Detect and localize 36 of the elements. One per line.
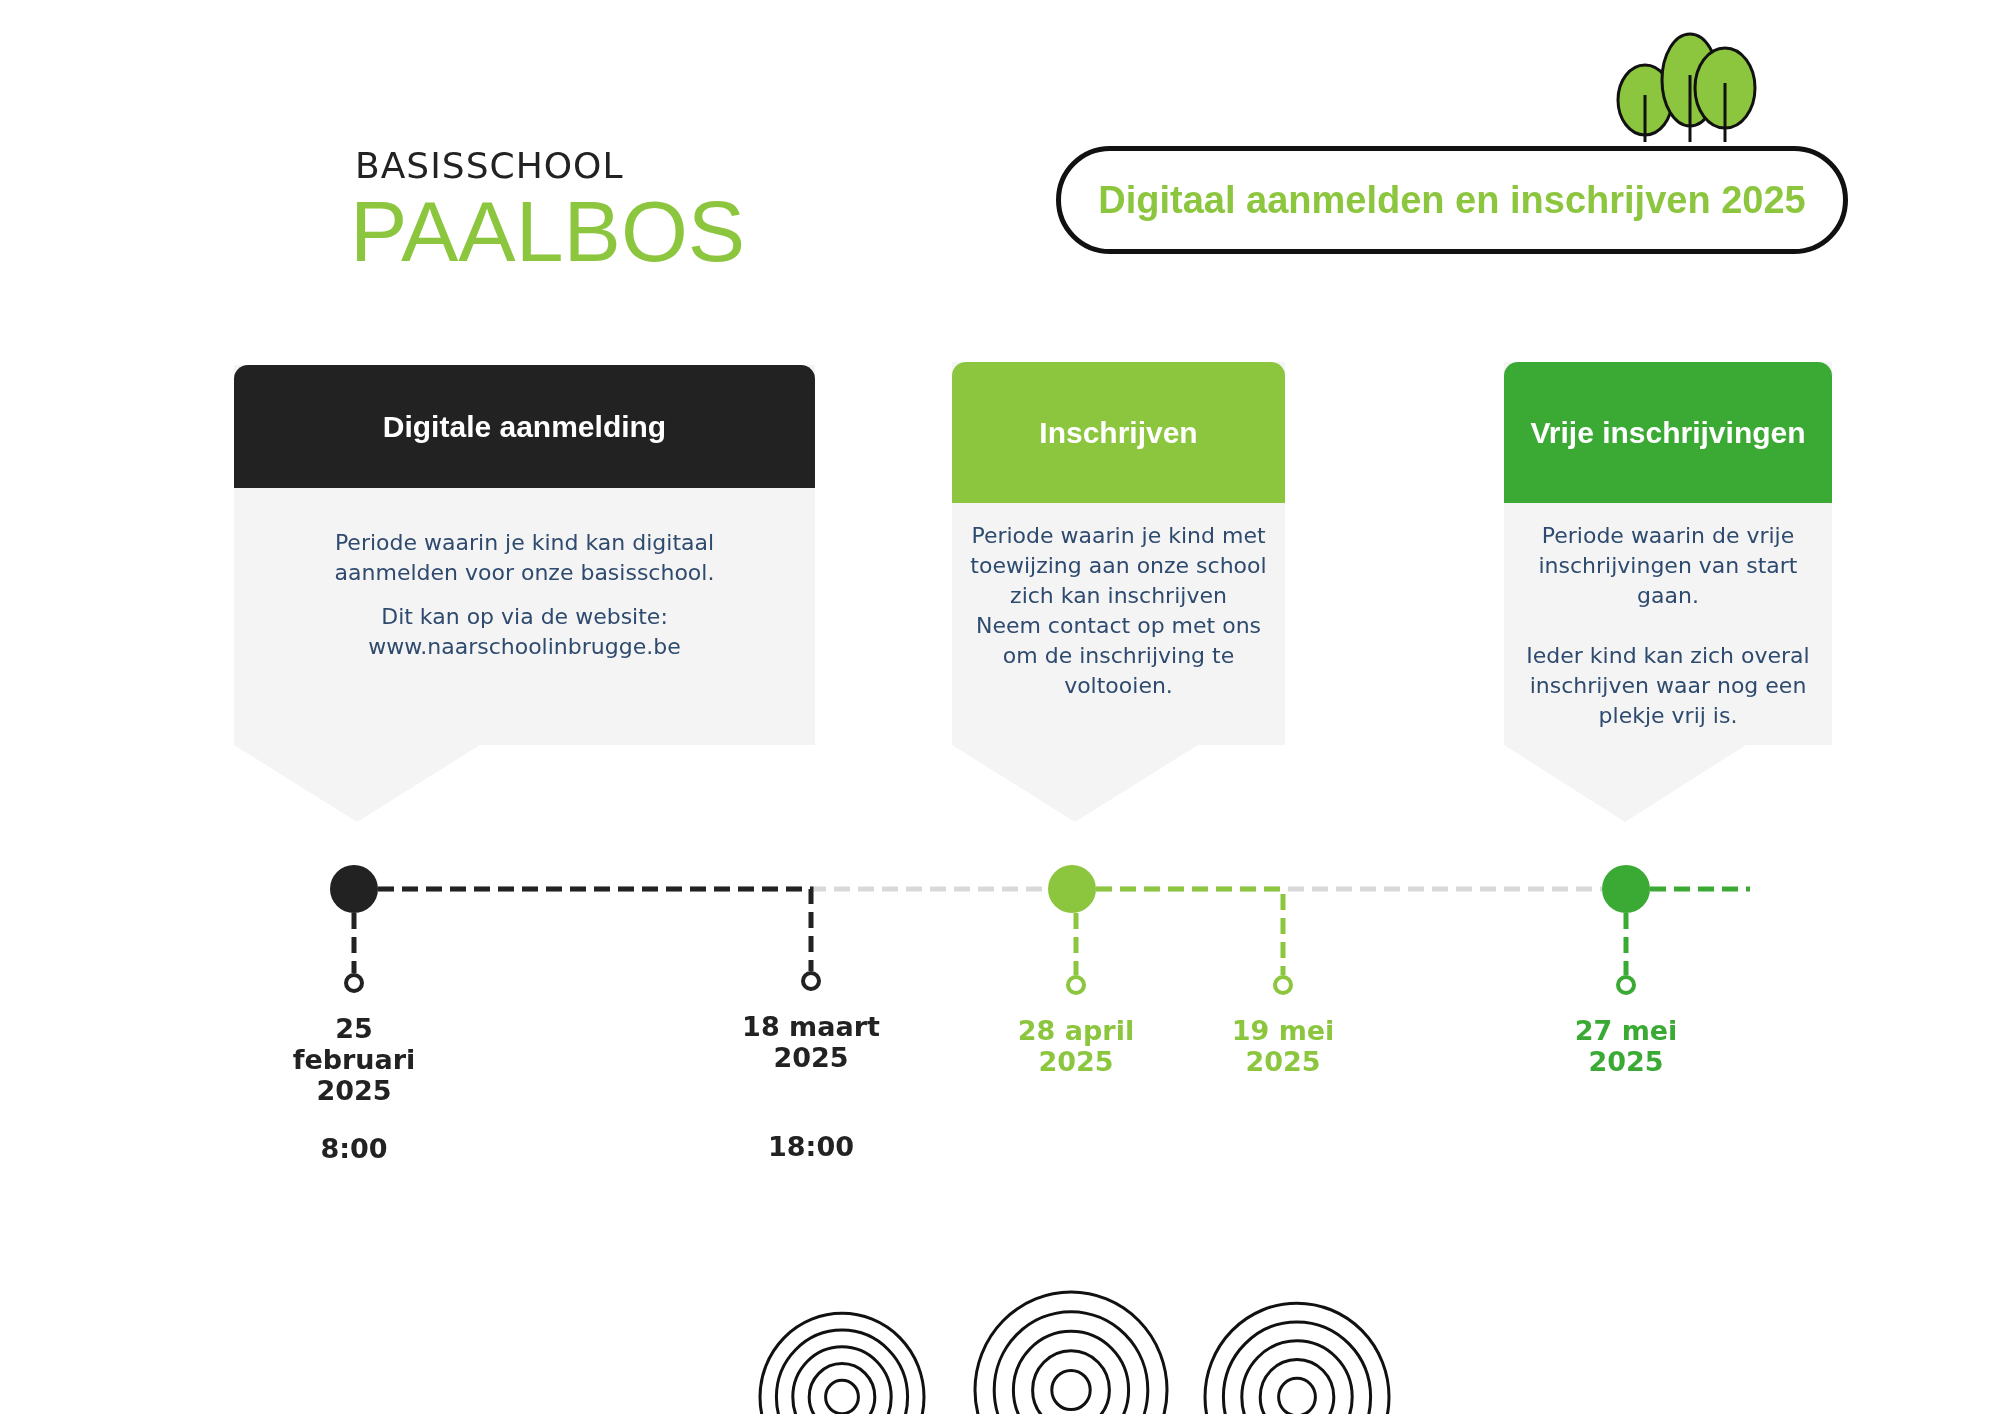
description-text: Periode waarin je kind kan digitaal aanmelden voor onze basisschool. — [333, 529, 716, 587]
timeline-connector — [1623, 913, 1629, 975]
description-text: Periode waarin je kind met toewijzing aan onze school zich kan inschrijven — [969, 522, 1268, 610]
callout-card — [234, 365, 815, 822]
timeline-connector — [378, 886, 814, 971]
callout-card — [1504, 362, 1832, 822]
callout-header: Vrije inschrijvingen — [1504, 362, 1832, 503]
timeline-dot — [1048, 865, 1096, 913]
date-label: 28 april 2025 — [1016, 1015, 1136, 1077]
date-label: 19 mei 2025 — [1230, 1015, 1336, 1077]
timeline-connector — [351, 913, 357, 973]
time-label: 8:00 — [319, 1133, 389, 1164]
description-text: Dit kan op via de website: www.naarschoolinbrugge.be — [367, 603, 682, 661]
callout-header: Digitale aanmelding — [234, 365, 815, 488]
timeline-dot — [330, 865, 378, 913]
date-marker — [1616, 975, 1636, 995]
callout-card — [952, 362, 1285, 822]
school-name-large: PAALBOS — [350, 184, 746, 279]
date-marker — [1273, 975, 1293, 995]
date-label: 27 mei 2025 — [1573, 1015, 1679, 1077]
timeline-connector — [1073, 913, 1079, 975]
description-text: Periode waarin de vrije inschrijvingen van start gaan. — [1537, 522, 1799, 610]
school-name-small: BASISSCHOOL — [355, 146, 624, 186]
date-marker — [801, 971, 821, 991]
callout-header: Inschrijven — [952, 362, 1285, 503]
timeline-dot — [1602, 865, 1650, 913]
description-text: Neem contact op met ons om de inschrijving te voltooien. — [974, 612, 1263, 700]
date-marker — [344, 973, 364, 993]
title-pill: Digitaal aanmelden en inschrijven 2025 — [1056, 146, 1848, 254]
description-text: Ieder kind kan zich overal inschrijven waar nog een plekje vrij is. — [1525, 642, 1811, 730]
date-label: 25 februari 2025 — [291, 1013, 417, 1106]
timeline-connector — [1096, 886, 1286, 975]
time-label: 18:00 — [767, 1131, 855, 1162]
date-marker — [1066, 975, 1086, 995]
timeline-connector — [1650, 886, 1750, 892]
date-label: 18 maart 2025 — [741, 1011, 881, 1073]
